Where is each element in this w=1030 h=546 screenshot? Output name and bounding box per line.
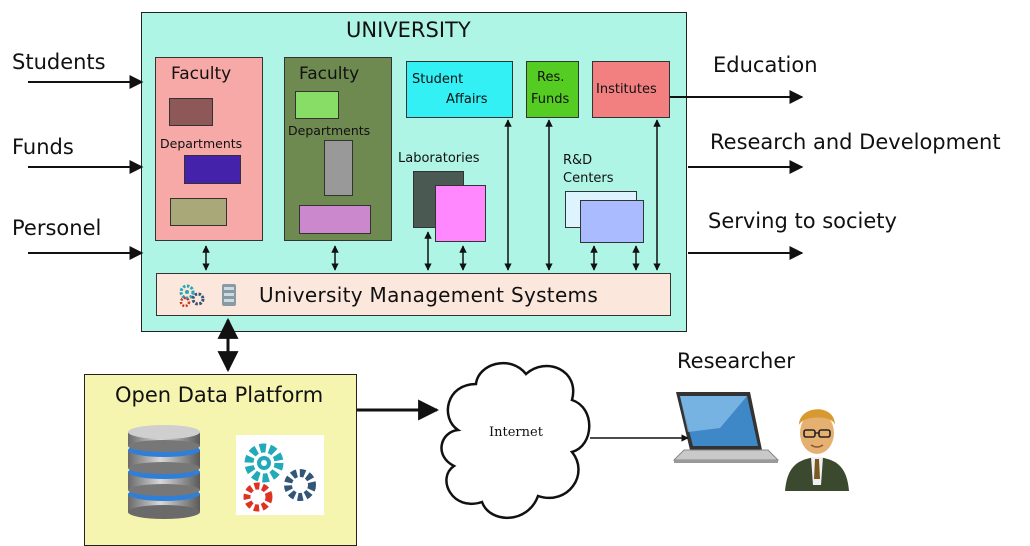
university-title: UNIVERSITY bbox=[346, 18, 471, 42]
rd-center-2 bbox=[580, 200, 644, 243]
server-icon bbox=[219, 283, 239, 307]
faculty-2-dept-1 bbox=[295, 91, 339, 119]
rd-centers-line2: Centers bbox=[563, 171, 614, 186]
person-icon bbox=[781, 393, 853, 493]
res-funds-line2: Funds bbox=[531, 92, 570, 107]
student-affairs-line2: Affairs bbox=[446, 92, 488, 107]
input-personel-label: Personel bbox=[12, 216, 102, 240]
ums-label: University Management Systems bbox=[259, 283, 599, 307]
internet-label: Internet bbox=[489, 425, 543, 440]
output-serving-label: Serving to society bbox=[708, 209, 897, 233]
rd-centers-line1: R&D bbox=[563, 153, 593, 168]
institutes-box bbox=[592, 61, 670, 118]
output-research-label: Research and Development bbox=[710, 130, 1001, 154]
student-affairs-line1: Student bbox=[412, 72, 464, 87]
gears-large-icon bbox=[236, 435, 324, 515]
laboratory-2 bbox=[435, 185, 486, 242]
researcher-label: Researcher bbox=[677, 349, 795, 373]
faculty-1-dept-2 bbox=[184, 155, 241, 184]
faculty-1-title: Faculty bbox=[171, 64, 232, 84]
faculty-2-title: Faculty bbox=[299, 64, 360, 84]
faculty-1-dept-3 bbox=[170, 198, 227, 226]
faculty-1-departments-label: Departments bbox=[160, 136, 243, 151]
ums-box bbox=[156, 273, 671, 316]
gears-icon bbox=[178, 282, 208, 308]
faculty-2-dept-2 bbox=[324, 140, 353, 196]
cloud-icon bbox=[428, 348, 603, 533]
database-icon bbox=[122, 424, 206, 522]
res-funds-box bbox=[526, 61, 579, 118]
faculty-2-departments-label: Departments bbox=[288, 123, 371, 138]
input-students-label: Students bbox=[12, 50, 106, 74]
res-funds-line1: Res. bbox=[537, 70, 565, 85]
laptop-icon bbox=[670, 388, 782, 468]
open-data-platform-title: Open Data Platform bbox=[115, 383, 324, 407]
laboratories-label: Laboratories bbox=[398, 151, 480, 166]
output-education-label: Education bbox=[713, 53, 818, 77]
student-affairs-box bbox=[406, 61, 513, 118]
input-funds-label: Funds bbox=[12, 135, 74, 159]
institutes-label: Institutes bbox=[596, 82, 657, 97]
faculty-2-dept-3 bbox=[299, 205, 371, 234]
faculty-1-dept-1 bbox=[169, 98, 213, 126]
